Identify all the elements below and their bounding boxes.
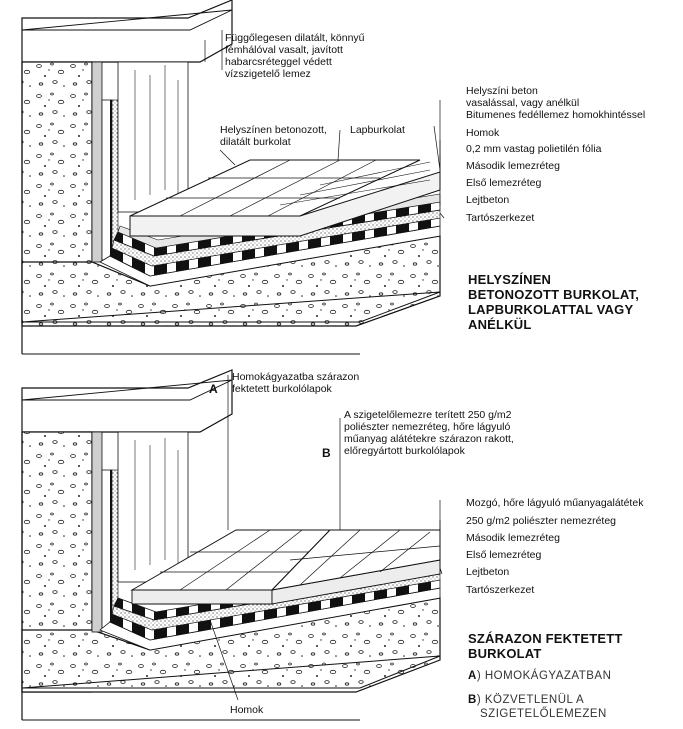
note-vertical-membrane-2: fémhálóval vasalt, javított <box>225 44 343 56</box>
option-b-text: ) KÖZVETLENÜL A <box>476 694 585 706</box>
top-layer-site-concrete: Helyszíni beton <box>466 85 538 97</box>
bottom-layer-first-membrane: Első lemezréteg <box>466 549 542 561</box>
note-vertical-membrane-3: habarcsréteggel védett <box>225 56 332 68</box>
top-layer-screed: Lejtbeton <box>466 194 510 206</box>
top-detail <box>21 0 445 355</box>
bottom-layer-pedestals: Mozgó, hőre lágyuló műanyagalátétek <box>466 497 644 509</box>
option-a-letter: A <box>468 670 477 682</box>
bottom-layer-second-membrane: Második lemezréteg <box>466 532 560 544</box>
top-layer-sand: Homok <box>466 127 500 139</box>
bottom-layer-screed: Lejtbeton <box>466 566 510 578</box>
top-layer-second-membrane: Második lemezréteg <box>466 160 560 172</box>
bottom-layer-felt: 250 g/m2 poliészter nemezréteg <box>466 515 616 527</box>
top-caption-2: BETONOZOTT BURKOLAT, <box>468 287 640 302</box>
top-caption-3: LAPBURKOLATTAL VAGY <box>468 302 634 317</box>
note-vertical-membrane-1: Függőlegesen dilatált, könnyű <box>225 32 365 44</box>
note-dilated-paving-2: dilatált burkolat <box>220 136 291 148</box>
top-layer-first-membrane: Első lemezréteg <box>466 177 542 189</box>
bottom-caption-2: BURKOLAT <box>468 646 542 661</box>
option-b-line2: SZIGETELŐLEMEZEN <box>480 708 607 720</box>
note-slab-paving: Lapburkolat <box>350 124 405 136</box>
bottom-caption-1: SZÁRAZON FEKTETETT <box>468 631 623 646</box>
option-a-text: ) HOMOKÁGYAZATBAN <box>476 670 612 682</box>
option-a: A) HOMOKÁGYAZATBAN <box>468 670 611 683</box>
top-layer-bitumen-sheet: Bitumenes fedéllemez homokhintéssel <box>466 109 646 121</box>
top-layer-pe-foil: 0,2 mm vastag polietilén fólia <box>466 143 602 155</box>
note-vertical-membrane-4: vízszigetelő lemez <box>225 68 311 80</box>
option-b: B) KÖZVETLENÜL A <box>468 694 584 707</box>
option-b-letter: B <box>468 694 477 706</box>
marker-b: B <box>322 446 331 460</box>
note-dilated-paving-1: Helyszínen betonozott, <box>220 124 327 136</box>
note-a-2: fektetett burkolólapok <box>232 383 332 395</box>
note-b-1: A szigetelőlemezre terített 250 g/m2 <box>344 409 512 421</box>
bottom-layer-structure: Tartószerkezet <box>466 584 535 596</box>
note-b-4: előregyártott burkolólapok <box>344 445 465 457</box>
top-caption-1: HELYSZÍNEN <box>468 272 552 287</box>
top-caption-4: ANÉLKÜL <box>468 317 532 332</box>
note-sand: Homok <box>230 704 264 716</box>
bottom-detail <box>21 369 443 721</box>
note-b-3: műanyag alátétekre szárazon rakott, <box>344 433 514 445</box>
note-a-1: Homokágyazatba szárazon <box>232 371 360 383</box>
marker-a: A <box>209 382 218 396</box>
top-layer-structure: Tartószerkezet <box>466 212 535 224</box>
note-b-2: poliészter nemezréteg, hőre lágyuló <box>344 421 511 433</box>
top-layer-reinforcement: vasalással, vagy anélkül <box>466 97 580 109</box>
